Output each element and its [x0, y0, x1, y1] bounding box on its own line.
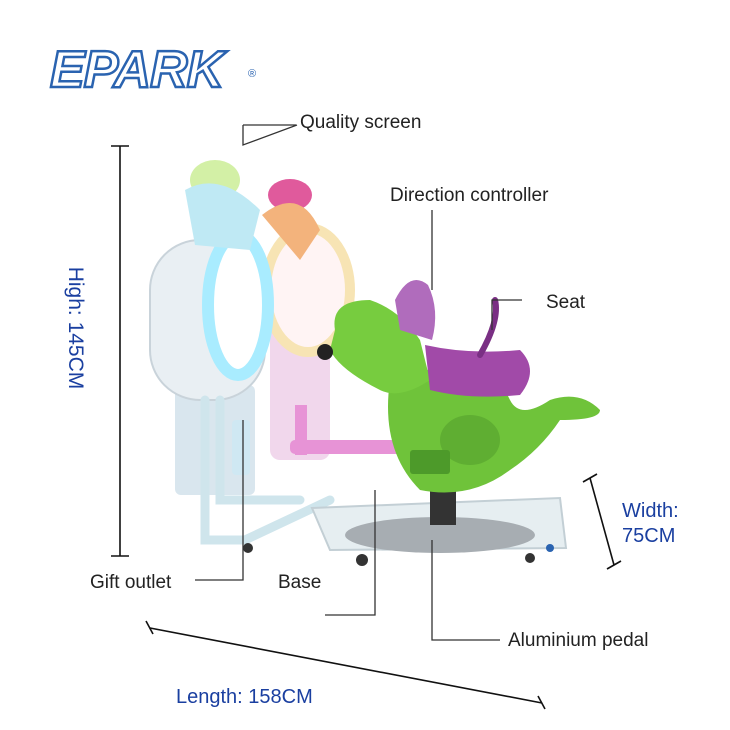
registered-mark: ® — [248, 68, 257, 80]
label-height: High: 145CM — [64, 266, 87, 390]
label-length: Length: 158CM — [176, 686, 313, 708]
callout-leaders — [195, 124, 522, 641]
logo-text: EPARK — [49, 40, 226, 101]
label-base: Base — [278, 572, 322, 593]
label-aluminium-pedal: Aluminium pedal — [508, 630, 649, 651]
height-label-wrap: High: 145CM — [55, 236, 95, 436]
label-direction-controller: Direction controller — [390, 185, 549, 206]
label-gift-outlet: Gift outlet — [90, 572, 172, 593]
label-seat: Seat — [546, 292, 586, 313]
width-dimension-line — [582, 473, 622, 570]
length-dimension-line — [145, 620, 546, 710]
epark-logo: EPARK ® — [49, 38, 256, 101]
base-platform — [310, 485, 568, 566]
height-dimension-line — [111, 145, 129, 557]
front-screen-unit — [149, 160, 335, 553]
dinosaur-ride — [317, 280, 600, 493]
label-width-value: 75CM — [622, 525, 676, 547]
label-quality-screen: Quality screen — [300, 112, 422, 133]
label-width-title: Width: — [622, 500, 679, 522]
